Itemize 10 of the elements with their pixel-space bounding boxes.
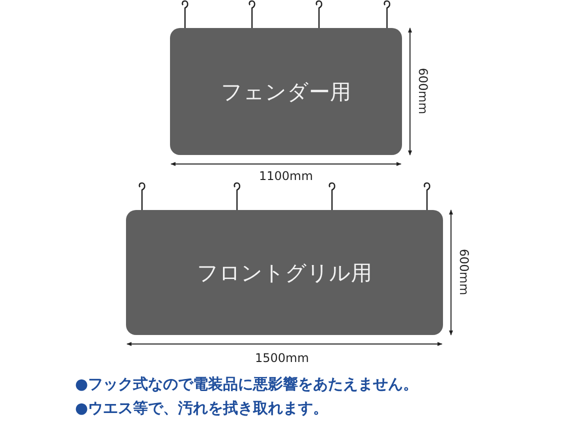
panel-label: フェンダー用 (221, 78, 351, 106)
dimension-label: 1500mm (255, 351, 309, 365)
dimension-label: 600mm (416, 68, 430, 114)
feature-note: ●ウエス等で、汚れを拭き取れます。 (75, 398, 328, 418)
feature-note: ●フック式なので電装品に悪影響をあたえません。 (75, 374, 418, 394)
cover-panel (126, 210, 443, 335)
dimension-label: 1100mm (259, 169, 313, 183)
dimension-label: 600mm (457, 248, 472, 296)
panel-label: フロントグリル用 (197, 260, 372, 286)
cover-panel (170, 28, 402, 155)
